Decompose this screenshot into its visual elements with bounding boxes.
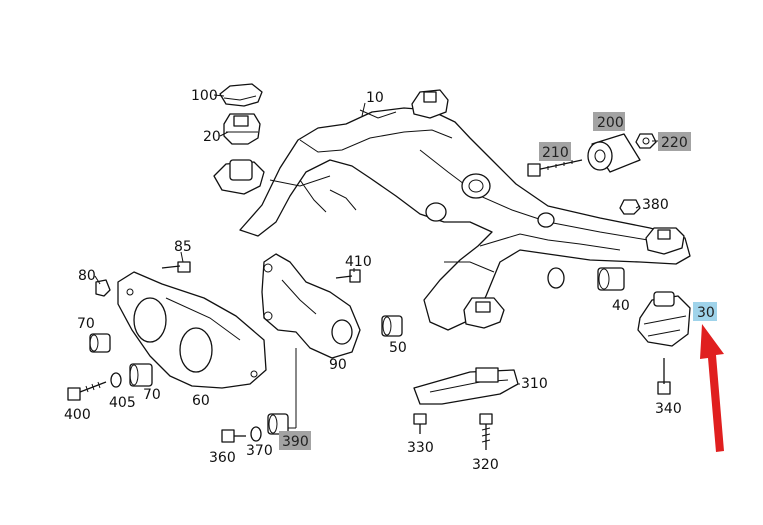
pointer-arrow	[700, 324, 724, 452]
label-410: 410	[345, 254, 372, 270]
label-400: 400	[64, 407, 91, 423]
label-370: 370	[246, 443, 273, 459]
tag-220[interactable]: 220	[658, 132, 691, 151]
label-200: 200	[597, 115, 624, 131]
label-330: 330	[407, 440, 434, 456]
tag-200[interactable]: 200	[593, 112, 625, 131]
mount-lower-bushing	[229, 159, 253, 181]
bolt-part-210[interactable]	[527, 159, 583, 177]
bolt-part-330[interactable]	[413, 413, 427, 434]
bolt-part-85[interactable]	[161, 261, 191, 273]
bolt-part-340[interactable]	[657, 358, 671, 395]
label-380: 380	[642, 197, 669, 213]
bushing-part-200[interactable]	[587, 133, 641, 173]
subframe-part-10[interactable]	[213, 89, 691, 331]
label-340: 340	[655, 401, 682, 417]
bolt-part-410[interactable]	[335, 269, 361, 283]
label-405: 405	[109, 395, 136, 411]
label-50: 50	[389, 340, 407, 356]
label-70-upper: 70	[77, 316, 95, 332]
shield-part-310[interactable]	[413, 367, 519, 405]
washer-part-370[interactable]	[250, 426, 262, 442]
washer-part-80[interactable]	[95, 279, 111, 297]
label-320: 320	[472, 457, 499, 473]
label-90: 90	[329, 357, 347, 373]
mount-cap-part-100[interactable]	[219, 83, 263, 107]
label-220: 220	[661, 135, 688, 151]
label-100: 100	[191, 88, 218, 104]
bolt-part-400[interactable]	[67, 381, 107, 401]
bolt-part-360[interactable]	[221, 429, 246, 443]
label-80: 80	[78, 268, 96, 284]
label-70-lower: 70	[143, 387, 161, 403]
leader-lines	[94, 94, 660, 429]
bushing-part-70-upper[interactable]	[89, 333, 111, 353]
bushing-part-50[interactable]	[381, 315, 403, 337]
label-60: 60	[192, 393, 210, 409]
bushing-part-390[interactable]	[267, 413, 289, 435]
bolt-part-320[interactable]	[479, 413, 493, 450]
label-390: 390	[282, 434, 309, 450]
tag-210[interactable]: 210	[539, 142, 571, 161]
bushing-part-70-lower[interactable]	[129, 363, 153, 387]
label-360: 360	[209, 450, 236, 466]
label-40: 40	[612, 298, 630, 314]
nut-part-220[interactable]	[635, 133, 657, 149]
washer-part-405[interactable]	[110, 372, 122, 388]
tag-30[interactable]: 30	[693, 302, 717, 321]
nut-part-380[interactable]	[619, 199, 641, 215]
bushing-part-40[interactable]	[597, 267, 625, 291]
mount-bushing-part-20[interactable]	[223, 113, 261, 145]
tag-390[interactable]: 390	[279, 431, 311, 450]
bracket-part-90[interactable]	[261, 253, 361, 359]
bushing-cover	[547, 267, 565, 289]
label-10: 10	[366, 90, 384, 106]
label-210: 210	[542, 145, 569, 161]
label-20: 20	[203, 129, 221, 145]
label-30: 30	[697, 305, 715, 321]
bracket-part-60[interactable]	[117, 271, 267, 389]
label-310: 310	[521, 376, 548, 392]
label-85: 85	[174, 239, 192, 255]
engine-mount-part-30[interactable]	[637, 291, 691, 347]
